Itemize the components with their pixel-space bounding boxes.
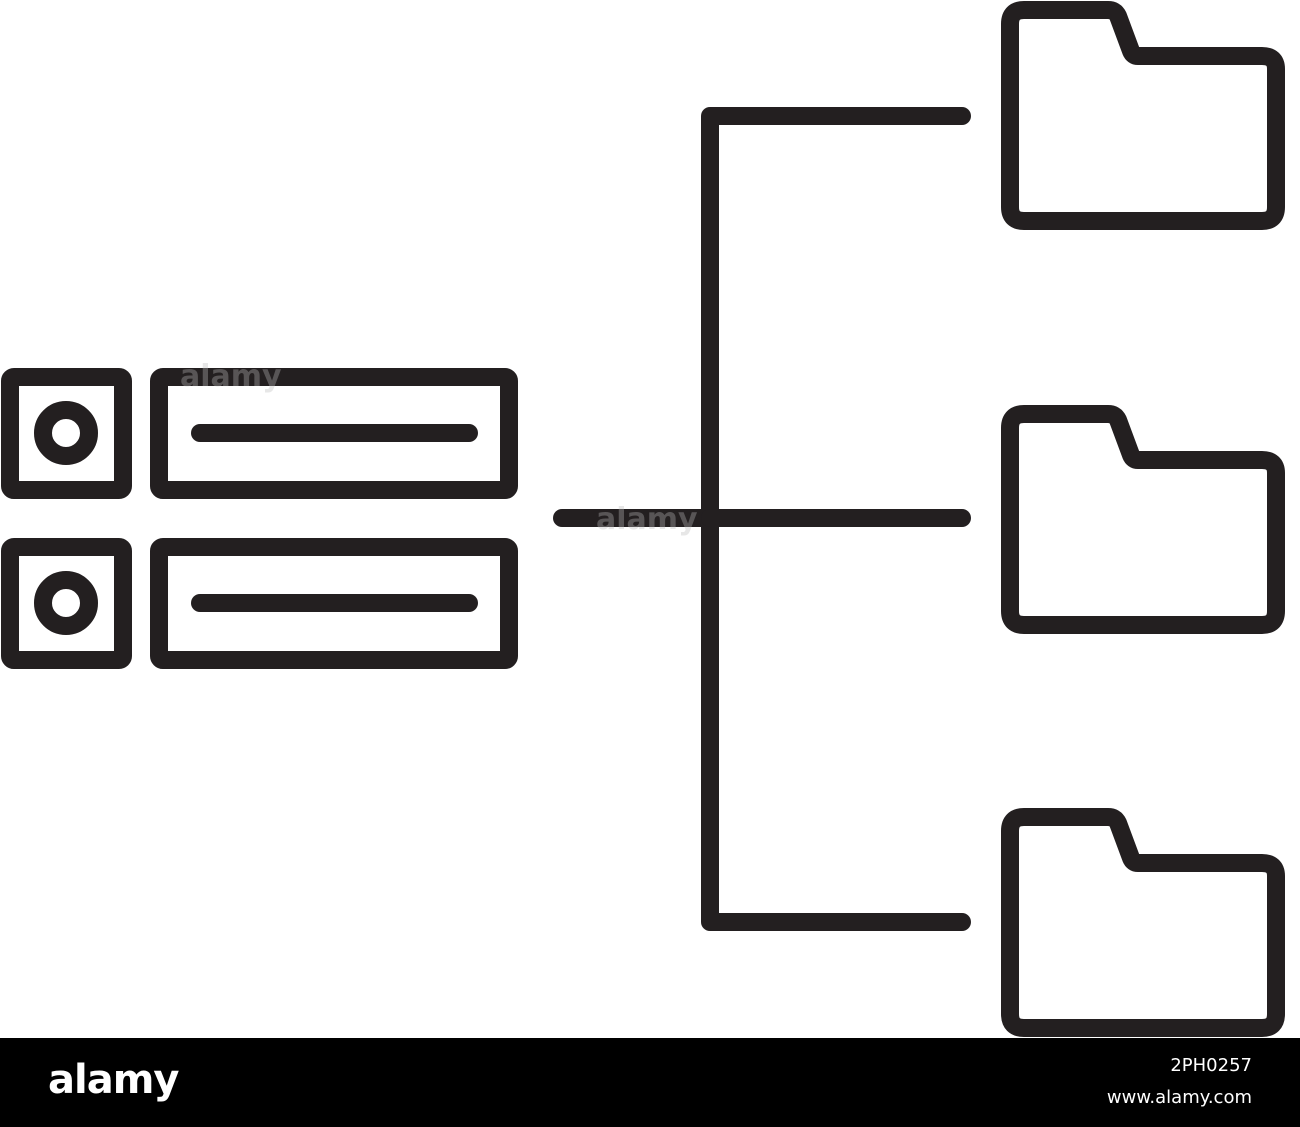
folder-icon	[1001, 405, 1285, 634]
server-unit-2-drive-bay	[1, 538, 132, 669]
watermark-text: alamy	[180, 359, 282, 394]
folder-icon	[1001, 808, 1285, 1037]
folder-3-outline	[1001, 808, 1285, 1037]
network-hierarchy-diagram: alamy alamy	[1, 1, 1285, 1037]
connector-tree	[553, 107, 971, 931]
server-rack-icon	[1, 368, 518, 669]
server-unit-1-panel	[150, 368, 518, 499]
alamy-logo: alamy	[48, 1057, 179, 1103]
server-unit-1	[1, 368, 518, 499]
watermark-text: alamy	[596, 502, 698, 537]
server-unit-1-drive-bay	[1, 368, 132, 499]
folder-2-outline	[1001, 405, 1285, 634]
source-url: www.alamy.com	[1106, 1087, 1252, 1108]
footer-bar: alamy 2PH0257 www.alamy.com	[0, 1038, 1300, 1127]
folder-icon	[1001, 1, 1285, 230]
server-unit-1-drive-icon	[34, 401, 98, 465]
folder-1-outline	[1001, 1, 1285, 230]
server-unit-2-panel	[150, 538, 518, 669]
image-id: 2PH0257	[1170, 1055, 1252, 1076]
server-unit-2	[1, 538, 518, 669]
server-unit-2-drive-icon	[34, 571, 98, 635]
